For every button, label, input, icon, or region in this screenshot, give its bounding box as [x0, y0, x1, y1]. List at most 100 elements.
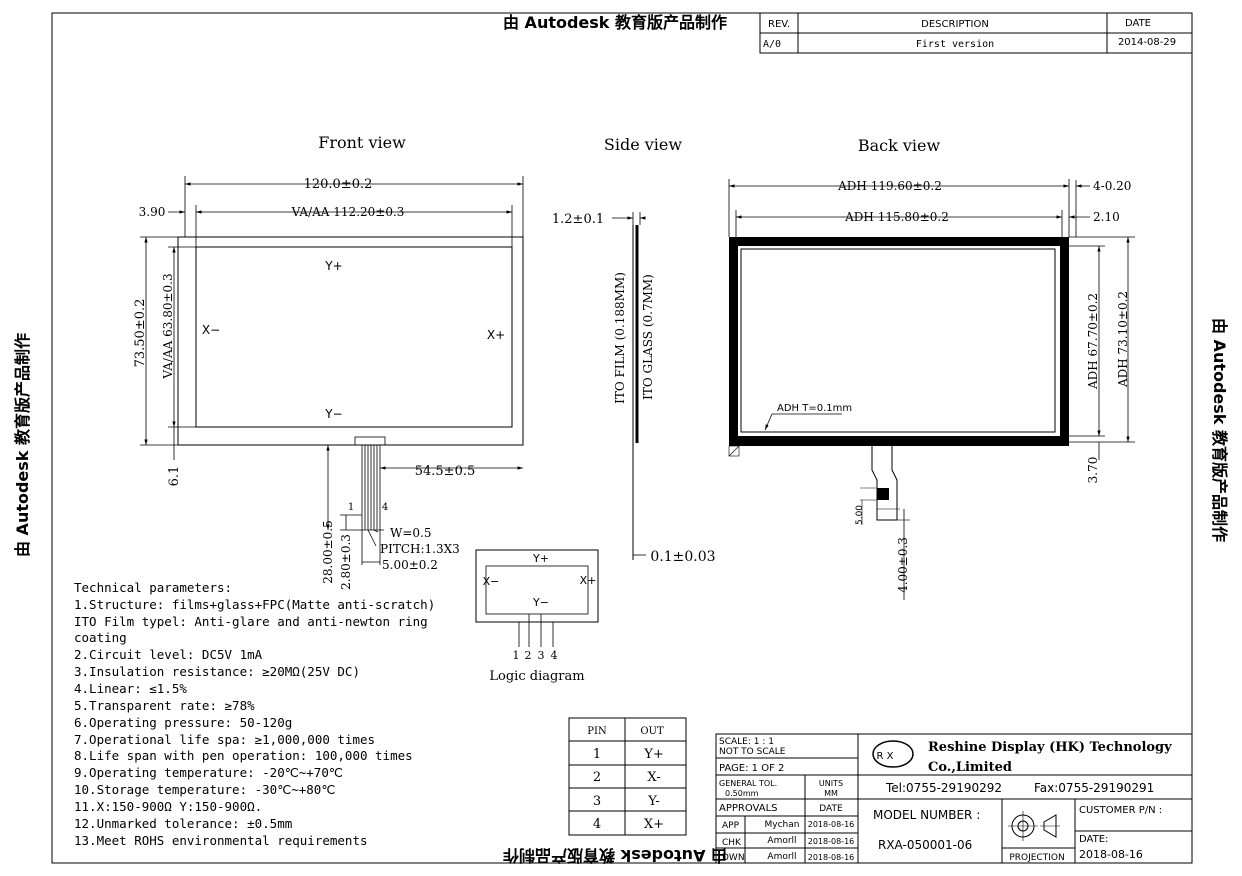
- back-dim-bottom-r: 3.70: [1086, 457, 1100, 484]
- front-dim-width: 120.0±0.2: [304, 177, 373, 192]
- tech-line: 7.Operational life spa: ≥1,000,000 times: [74, 732, 375, 747]
- pin-table-cell: 3: [593, 794, 601, 809]
- title-block: [715, 733, 1193, 864]
- tb-logo: R X: [877, 751, 894, 762]
- logic-label-xp: X+: [580, 574, 597, 587]
- back-dim-adh-h1: ADH 67.70±0.2: [1086, 293, 1100, 390]
- logic-pin-1: 1: [513, 649, 520, 662]
- rev-header: REV.: [768, 19, 790, 30]
- tech-line: 3.Insulation resistance: ≥20MΩ(25V DC): [74, 664, 360, 679]
- tb-approvals: APPROVALS: [719, 803, 778, 814]
- front-label-yp: Y+: [324, 259, 342, 273]
- side-label-glass: ITO GLASS (0.7MM): [641, 274, 655, 400]
- back-dim-adh-inner: ADH 115.80±0.2: [844, 210, 949, 224]
- rev-value: A/0: [763, 39, 781, 50]
- back-dim-tail-a: 5.00: [855, 505, 865, 525]
- date-header: DATE: [1125, 18, 1151, 29]
- back-dim-adh-outer-r: 4-0.20: [1093, 179, 1131, 193]
- back-dim-adh-outer: ADH 119.60±0.2: [837, 179, 942, 193]
- back-dim-adh-inner-r: 2.10: [1093, 210, 1120, 224]
- tb-scale: SCALE: 1 : 1: [719, 737, 774, 747]
- front-view-text: 120.0±0.2 VA/AA 112.20±0.3 3.90 73.50±0.…: [133, 177, 505, 590]
- tb-date-value: 2018-08-16: [1079, 848, 1143, 861]
- tb-date-header: DATE: [819, 804, 843, 814]
- tb-projection: PROJECTION: [1009, 853, 1064, 863]
- pin-table-cell: 4: [593, 817, 601, 832]
- watermark-right: 由 Autodesk 教育版产品制作: [1210, 318, 1229, 542]
- sheet-border: [51, 12, 1193, 864]
- logic-label-ym: Y−: [532, 596, 549, 609]
- front-dim-height: 73.50±0.2: [133, 299, 148, 368]
- front-view-title: Front view: [318, 133, 406, 152]
- pin-table-cell: X+: [644, 817, 664, 832]
- tb-approval-name: Amorll: [767, 836, 796, 846]
- front-label-xp: X+: [487, 328, 505, 342]
- date-value: 2014-08-29: [1118, 37, 1176, 48]
- tech-line: 4.Linear: ≤1.5%: [74, 681, 187, 696]
- tb-not-to-scale: NOT TO SCALE: [719, 747, 786, 757]
- tech-line: 11.X:150-900Ω Y:150-900Ω.: [74, 799, 262, 814]
- pin-table-cell: 2: [593, 770, 601, 785]
- front-dim-tail-length: 28.00±0.5: [321, 520, 335, 584]
- tb-approval-role: APP: [722, 821, 740, 831]
- tech-line: 1.Structure: films+glass+FPC(Matte anti-…: [74, 597, 435, 612]
- front-dim-pin-w: W=0.5: [390, 526, 431, 540]
- tb-approval-role: CHK: [722, 838, 742, 848]
- description-value: First version: [916, 39, 994, 50]
- tb-approval-date: 2018-08-16: [808, 853, 855, 862]
- side-view: [612, 212, 646, 560]
- tb-page: PAGE: 1 OF 2: [719, 763, 784, 774]
- revision-table: REV. DESCRIPTION DATE A/0 First version …: [759, 12, 1193, 54]
- tech-line: 10.Storage temperature: -30℃~+80℃: [74, 782, 335, 797]
- front-pin-1: 1: [348, 502, 354, 513]
- tech-parameters: Technical parameters: 1.Structure: films…: [74, 580, 435, 848]
- front-dim-va-height: VA/AA 63.80±0.3: [161, 273, 175, 379]
- logic-label-xm: X−: [483, 575, 500, 588]
- side-dim-bottom: 0.1±0.03: [650, 549, 715, 565]
- logic-diagram-text: Y+ Y− X− X+ 1 2 3 4 Logic diagram: [483, 552, 597, 684]
- logic-label-yp: Y+: [532, 552, 549, 565]
- front-dim-pitch: PITCH:1.3X3: [380, 542, 460, 556]
- front-dim-left-offset: 3.90: [139, 205, 166, 219]
- pin-table-cell: 1: [593, 747, 601, 762]
- front-label-ym: Y−: [324, 407, 342, 421]
- tb-company-2: Co.,Limited: [928, 760, 1012, 775]
- tech-line: 5.Transparent rate: ≥78%: [74, 698, 255, 713]
- tech-line: 6.Operating pressure: 50-120g: [74, 715, 292, 730]
- logic-diagram: [475, 549, 599, 647]
- front-dim-va-width: VA/AA 112.20±0.3: [291, 205, 405, 219]
- tb-date-label: DATE:: [1079, 834, 1108, 845]
- tb-company-1: Reshine Display (HK) Technology: [928, 740, 1172, 755]
- tech-line: 12.Unmarked tolerance: ±0.5mm: [74, 816, 292, 831]
- logic-diagram-title: Logic diagram: [489, 669, 584, 684]
- back-dim-tail-b: 4.00±0.3: [896, 537, 910, 593]
- watermark-left: 由 Autodesk 教育版产品制作: [13, 333, 32, 557]
- logic-pin-3: 3: [538, 649, 545, 662]
- front-dim-fpc-offset: 54.5±0.5: [415, 464, 476, 479]
- tech-line: 2.Circuit level: DC5V 1mA: [74, 647, 263, 662]
- tech-title: Technical parameters:: [74, 580, 232, 595]
- pin-table-header-pin: PIN: [587, 726, 607, 737]
- back-view-title: Back view: [858, 136, 941, 155]
- back-dim-adh-h2: ADH 73.10±0.2: [1116, 291, 1130, 388]
- tech-line: ITO Film typel: Anti-glare and anti-newt…: [74, 614, 428, 629]
- back-view: [728, 179, 1135, 600]
- tb-approval-date: 2018-08-16: [808, 837, 855, 846]
- front-view: Front view: [140, 133, 524, 565]
- back-view-text: Back view ADH 119.60±0.2 4-0.20 ADH 115.…: [777, 136, 1131, 593]
- tb-tel: Tel:0755-29190292: [885, 781, 1002, 795]
- tb-units-value: MM: [824, 789, 838, 798]
- watermark-bottom: 由 Autodesk 教育版产品制作: [503, 846, 727, 865]
- tech-line: coating: [74, 630, 127, 645]
- tb-model: RXA-050001-06: [878, 838, 972, 852]
- side-dim-top: 1.2±0.1: [552, 212, 604, 227]
- tb-model-label: MODEL NUMBER :: [873, 808, 980, 822]
- tb-fax: Fax:0755-29190291: [1034, 781, 1154, 795]
- tb-tol-value: 0.50mm: [725, 789, 759, 798]
- tech-line: 8.Life span with pen operation: 100,000 …: [74, 748, 413, 763]
- description-header: DESCRIPTION: [921, 19, 989, 30]
- tb-units: UNITS: [819, 779, 843, 788]
- tb-approval-name: Mychan: [765, 820, 800, 830]
- tech-line: 13.Meet ROHS environmental requirements: [74, 833, 368, 848]
